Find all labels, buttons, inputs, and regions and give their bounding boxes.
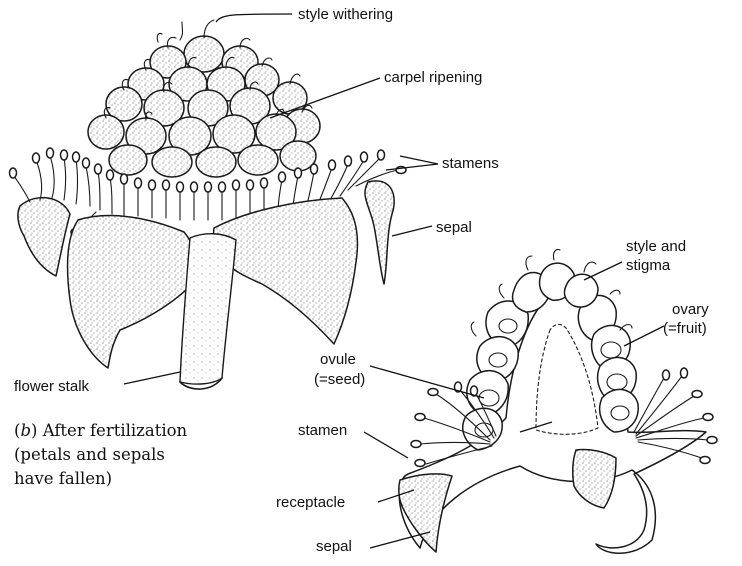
caption-line-1: (b) After fertilization <box>14 421 188 440</box>
label-stamen: stamen <box>298 422 347 439</box>
caption-letter: b <box>20 421 31 440</box>
flower-stalk-shape <box>180 234 236 384</box>
label-ovule-seed: (=seed) <box>314 371 365 388</box>
carpel-cluster <box>88 36 320 177</box>
sepal-section-shape <box>399 474 452 552</box>
label-sepal-lower: sepal <box>316 538 352 555</box>
label-ovary-fruit: (=fruit) <box>663 320 707 337</box>
label-style-withering: style withering <box>298 6 393 23</box>
sepal-front-right-shape <box>214 198 358 344</box>
caption-line-3: have fallen) <box>14 469 112 488</box>
label-stigma: stigma <box>626 257 671 274</box>
label-sepal-upper: sepal <box>436 219 472 236</box>
sepal-front-left-shape <box>68 216 197 368</box>
caption-line-2: (petals and sepals <box>14 445 165 464</box>
receptacle-shape <box>399 293 706 553</box>
section-illustration <box>399 249 717 553</box>
label-ovule: ovule <box>320 351 356 368</box>
label-stamens: stamens <box>442 155 499 172</box>
label-carpel-ripening: carpel ripening <box>384 69 482 86</box>
label-receptacle: receptacle <box>276 494 345 511</box>
fruit-illustration <box>10 20 407 389</box>
caption-title: After fertilization <box>42 421 188 440</box>
label-flower-stalk: flower stalk <box>14 378 90 395</box>
label-style-and: style and <box>626 238 686 255</box>
sepal-left-shape <box>18 198 70 276</box>
sepal-right-shape <box>365 181 394 284</box>
section-tissue <box>573 449 616 508</box>
label-ovary: ovary <box>672 301 709 318</box>
